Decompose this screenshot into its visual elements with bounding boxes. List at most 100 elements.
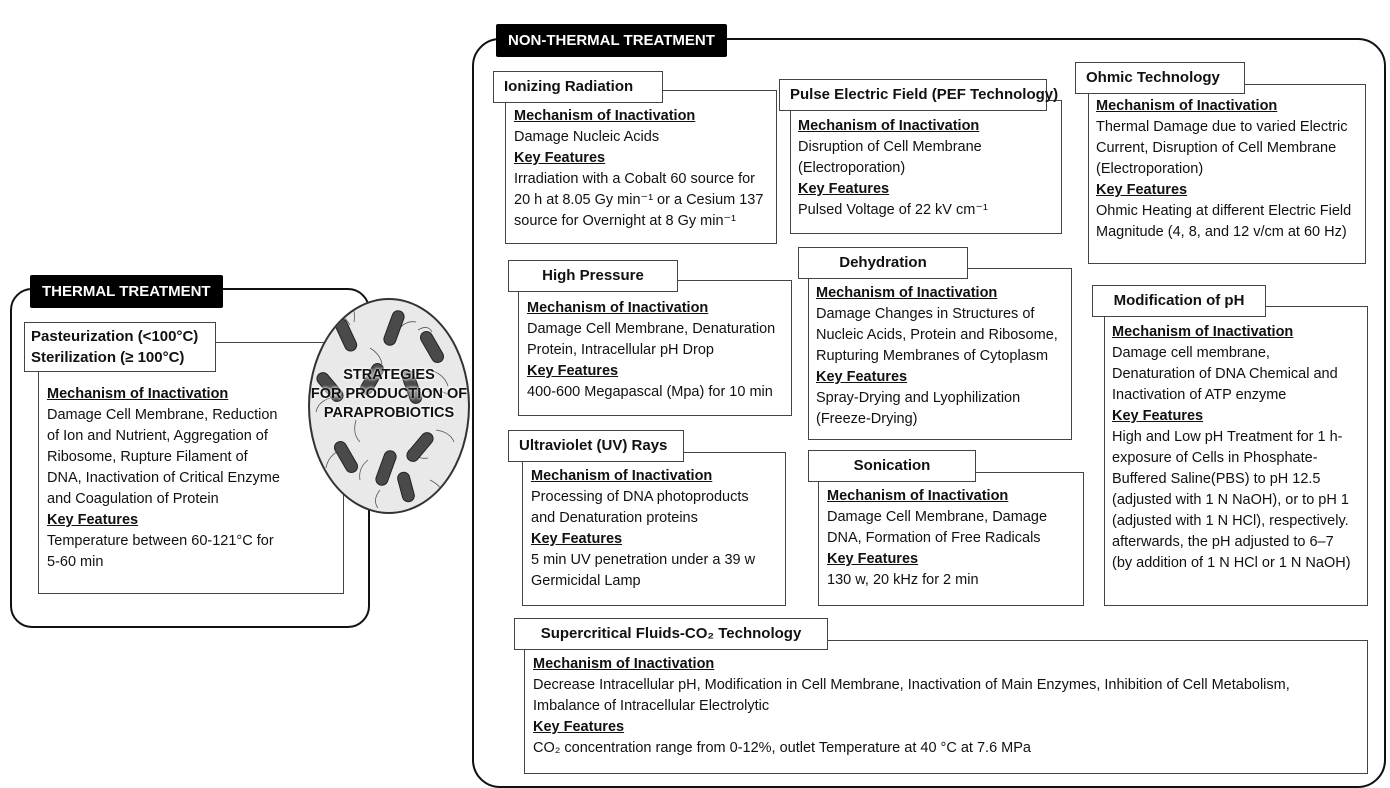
thermal-content-box: [38, 342, 344, 594]
key-feature-line: Temperature between 60-121°C for: [47, 533, 274, 549]
key-feature-line: (Freeze-Drying): [816, 411, 918, 427]
mechanism-line: Damage cell membrane,: [1112, 345, 1270, 361]
ionizing-radiation-box: [505, 90, 777, 244]
strategies-circle: STRATEGIES FOR PRODUCTION OF PARAPROBIOT…: [308, 298, 470, 514]
ph-box: [1104, 306, 1368, 606]
key-feature-line: 5 min UV penetration under a 39 w: [531, 552, 756, 568]
mechanism-line: (Electroporation): [1096, 161, 1204, 177]
mechanism-header: Mechanism of Inactivation: [531, 468, 713, 484]
ionizing-radiation-title: Ionizing Radiation: [493, 71, 663, 103]
sonication-content: Mechanism of Inactivation Damage Cell Me…: [827, 486, 1047, 591]
supercritical-content: Mechanism of Inactivation Decrease Intra…: [533, 654, 1290, 759]
mechanism-line: Damage Cell Membrane, Damage: [827, 509, 1048, 525]
strategies-line: FOR PRODUCTION OF: [310, 386, 468, 402]
mechanism-line: Current, Disruption of Cell Membrane: [1096, 140, 1337, 156]
key-features-header: Key Features: [816, 369, 908, 385]
sonication-box: [818, 472, 1084, 606]
pef-content: Mechanism of Inactivation Disruption of …: [798, 116, 988, 221]
mechanism-line: Denaturation of DNA Chemical and: [1112, 366, 1338, 382]
key-feature-line: source for Overnight at 8 Gy min⁻¹: [514, 213, 737, 229]
mechanism-line: Inactivation of ATP enzyme: [1112, 387, 1287, 403]
key-features-header: Key Features: [827, 551, 919, 567]
mechanism-header: Mechanism of Inactivation: [798, 118, 980, 134]
dehydration-title: Dehydration: [798, 247, 968, 279]
mechanism-header: Mechanism of Inactivation: [514, 108, 696, 124]
key-feature-line: (by addition of 1 N HCl or 1 N NaOH): [1112, 555, 1351, 571]
key-feature-line: Pulsed Voltage of 22 kV cm⁻¹: [798, 202, 988, 218]
key-feature-line: 20 h at 8.05 Gy min⁻¹ or a Cesium 137: [514, 192, 764, 208]
high-pressure-content: Mechanism of Inactivation Damage Cell Me…: [527, 298, 775, 403]
mechanism-line: Rupturing Membranes of Cytoplasm: [816, 348, 1049, 364]
mechanism-line: Nucleic Acids, Protein and Ribosome,: [816, 327, 1058, 343]
mechanism-line: Protein, Intracellular pH Drop: [527, 342, 714, 358]
mechanism-line: DNA, Formation of Free Radicals: [827, 530, 1041, 546]
key-features-header: Key Features: [798, 181, 890, 197]
mechanism-line: Disruption of Cell Membrane: [798, 139, 982, 155]
key-feature-line: (adjusted with 1 N NaOH), or to pH 1: [1112, 492, 1349, 508]
key-features-header: Key Features: [1112, 408, 1204, 424]
mechanism-line: of Ion and Nutrient, Aggregation of: [47, 428, 268, 444]
thermal-title-box: Pasteurization (<100°C) Sterilization (≥…: [24, 322, 216, 372]
mechanism-line: Damage Cell Membrane, Reduction: [47, 407, 278, 423]
mechanism-line: Damage Cell Membrane, Denaturation: [527, 321, 776, 337]
key-features-header: Key Features: [47, 512, 139, 528]
supercritical-box: [524, 640, 1368, 774]
key-feature-line: Spray-Drying and Lyophilization: [816, 390, 1021, 406]
mechanism-line: and Denaturation proteins: [531, 510, 698, 526]
key-feature-line: 5-60 min: [47, 554, 104, 570]
pef-box: [790, 100, 1062, 234]
key-features-header: Key Features: [533, 719, 625, 735]
ohmic-box: [1088, 84, 1366, 264]
key-feature-line: (adjusted with 1 N HCl), respectively.: [1112, 513, 1349, 529]
key-feature-line: Irradiation with a Cobalt 60 source for: [514, 171, 755, 187]
uv-content: Mechanism of Inactivation Processing of …: [531, 466, 755, 592]
key-feature-line: Magnitude (4, 8, and 12 v/cm at 60 Hz): [1096, 224, 1347, 240]
ohmic-content: Mechanism of Inactivation Thermal Damage…: [1096, 96, 1351, 243]
mechanism-line: DNA, Inactivation of Critical Enzyme: [47, 470, 280, 486]
key-feature-line: Ohmic Heating at different Electric Fiel…: [1096, 203, 1352, 219]
mechanism-line: Damage Nucleic Acids: [514, 129, 660, 145]
bacteria-illustration: [315, 303, 455, 509]
mechanism-line: Damage Changes in Structures of: [816, 306, 1035, 322]
mechanism-header: Mechanism of Inactivation: [816, 285, 998, 301]
mechanism-header: Mechanism of Inactivation: [1096, 98, 1278, 114]
key-feature-line: 130 w, 20 kHz for 2 min: [827, 572, 979, 588]
key-feature-line: Buffered Saline(PBS) to pH 12.5: [1112, 471, 1321, 487]
mechanism-header: Mechanism of Inactivation: [827, 488, 1009, 504]
uv-box: [522, 452, 786, 606]
strategies-line: STRATEGIES: [343, 367, 435, 383]
key-feature-line: High and Low pH Treatment for 1 h-: [1112, 429, 1343, 445]
key-feature-line: 400-600 Megapascal (Mpa) for 10 min: [527, 384, 773, 400]
dehydration-content: Mechanism of Inactivation Damage Changes…: [816, 283, 1058, 430]
sonication-title: Sonication: [808, 450, 976, 482]
mechanism-line: Thermal Damage due to varied Electric: [1096, 119, 1348, 135]
ionizing-radiation-content: Mechanism of Inactivation Damage Nucleic…: [514, 106, 763, 232]
key-feature-line: afterwards, the pH adjusted to 6–7: [1112, 534, 1334, 550]
mechanism-header: Mechanism of Inactivation: [1112, 324, 1294, 340]
key-features-header: Key Features: [527, 363, 619, 379]
key-features-header: Key Features: [514, 150, 606, 166]
mechanism-line: Processing of DNA photoproducts: [531, 489, 749, 505]
mechanism-line: (Electroporation): [798, 160, 906, 176]
high-pressure-title: High Pressure: [508, 260, 678, 292]
supercritical-title: Supercritical Fluids-CO₂ Technology: [514, 618, 828, 650]
ph-title: Modification of pH: [1092, 285, 1266, 317]
ohmic-title: Ohmic Technology: [1075, 62, 1245, 94]
key-feature-line: exposure of Cells in Phosphate-: [1112, 450, 1318, 466]
ph-content: Mechanism of Inactivation Damage cell me…: [1112, 322, 1351, 574]
mechanism-line: Decrease Intracellular pH, Modification …: [533, 677, 1290, 693]
pef-title: Pulse Electric Field (PEF Technology): [779, 79, 1058, 111]
mechanism-line: Imbalance of Intracellular Electrolytic: [533, 698, 770, 714]
key-feature-line: CO₂ concentration range from 0-12%, outl…: [533, 740, 1031, 756]
sterilization-label: Sterilization (≥ 100°C): [31, 349, 185, 366]
strategies-title: STRATEGIES FOR PRODUCTION OF PARAPROBIOT…: [310, 366, 468, 423]
key-feature-line: Germicidal Lamp: [531, 573, 641, 589]
mechanism-header: Mechanism of Inactivation: [527, 300, 709, 316]
thermal-treatment-tag: THERMAL TREATMENT: [30, 275, 223, 308]
non-thermal-treatment-tag: NON-THERMAL TREATMENT: [496, 24, 727, 57]
mechanism-header: Mechanism of Inactivation: [47, 386, 229, 402]
thermal-content: Mechanism of Inactivation Damage Cell Me…: [47, 384, 280, 573]
pasteurization-label: Pasteurization (<100°C): [31, 328, 199, 345]
uv-title: Ultraviolet (UV) Rays: [508, 430, 684, 462]
key-features-header: Key Features: [1096, 182, 1188, 198]
